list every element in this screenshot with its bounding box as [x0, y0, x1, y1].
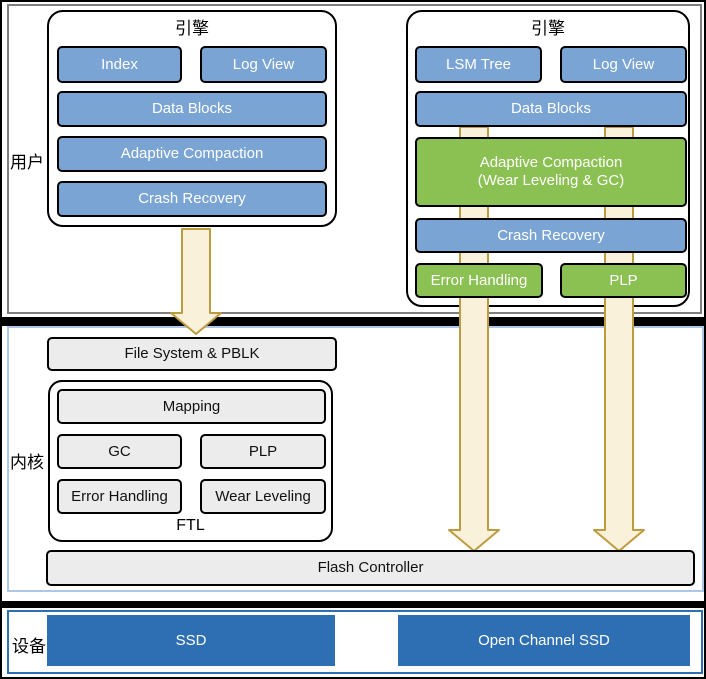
block-error-handling-kernel: Error Handling: [57, 479, 182, 514]
block-ssd: SSD: [47, 615, 335, 666]
block-mapping: Mapping: [57, 389, 326, 424]
device-section-label: 设备: [12, 637, 46, 656]
block-crash-recovery-left: Crash Recovery: [57, 181, 327, 217]
block-gc: GC: [57, 434, 182, 469]
block-adaptive-compaction-left: Adaptive Compaction: [57, 136, 327, 172]
block-wear-leveling: Wear Leveling: [200, 479, 326, 514]
kernel-section-label: 内核: [10, 453, 44, 472]
block-index: Index: [57, 46, 182, 83]
block-lsm-tree: LSM Tree: [415, 46, 542, 83]
down-arrow-left-engine: [170, 228, 222, 335]
user-kernel-divider: [0, 317, 706, 326]
block-plp-kernel: PLP: [200, 434, 326, 469]
block-plp-right: PLP: [560, 263, 687, 298]
left-engine-title: 引擎: [175, 19, 209, 38]
block-data-blocks-left: Data Blocks: [57, 91, 327, 127]
block-flash-controller: Flash Controller: [46, 550, 695, 586]
block-data-blocks-right: Data Blocks: [415, 91, 687, 127]
block-error-handling-right: Error Handling: [415, 263, 543, 298]
user-section-label: 用户: [10, 153, 44, 172]
adaptive-compaction-line2: (Wear Leveling & GC): [477, 172, 625, 189]
block-file-system-pblk: File System & PBLK: [47, 337, 337, 371]
block-log-view-right: Log View: [560, 46, 687, 83]
ftl-label: FTL: [176, 517, 205, 534]
right-engine-title: 引擎: [531, 19, 565, 38]
block-crash-recovery-right: Crash Recovery: [415, 218, 687, 253]
adaptive-compaction-line1: Adaptive Compaction: [479, 154, 623, 171]
kernel-device-divider: [0, 601, 706, 608]
block-log-view-left: Log View: [200, 46, 327, 83]
block-open-channel-ssd: Open Channel SSD: [398, 615, 690, 666]
block-adaptive-compaction-right: Adaptive Compaction (Wear Leveling & GC): [415, 137, 687, 207]
